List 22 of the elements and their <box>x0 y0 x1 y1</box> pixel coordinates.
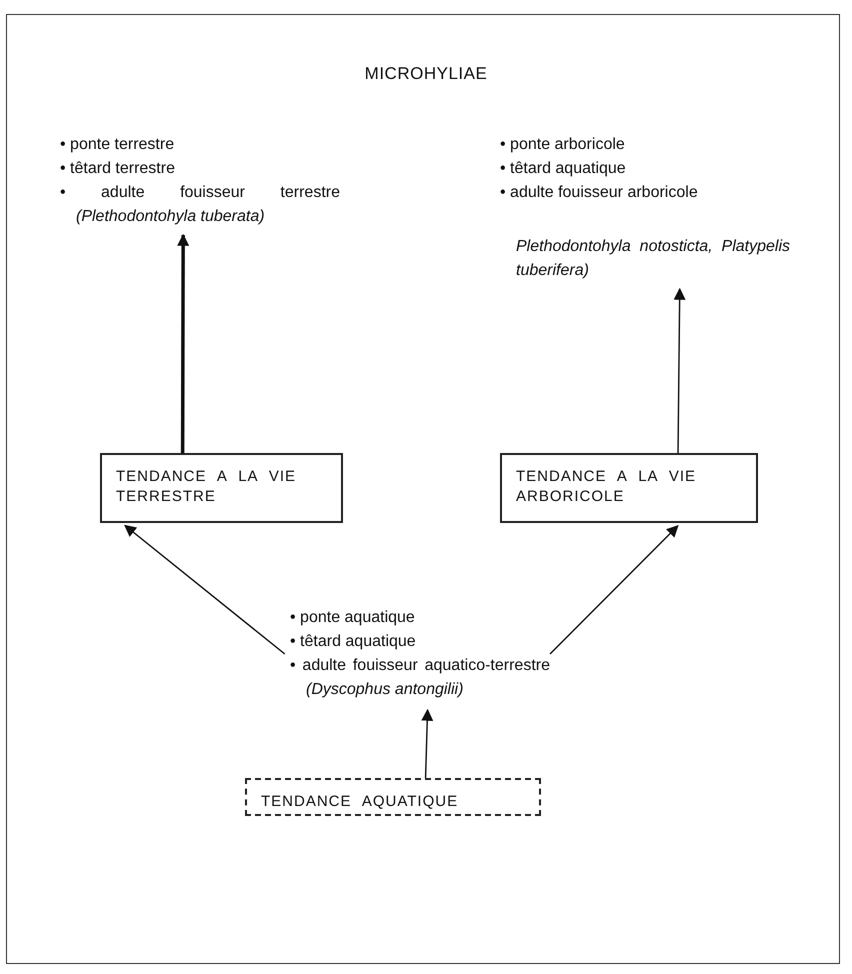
text-box <box>100 453 343 523</box>
arrow <box>177 234 190 453</box>
bullet-item: • adulte fouisseur terrestre (Plethodontohyla tuberata) <box>60 183 340 227</box>
box-label: TENDANCE A LA VIE TERRESTRE <box>116 467 298 506</box>
box-label: TENDANCE A LA VIE ARBORICOLE <box>516 467 698 506</box>
bullet-item: • têtard aquatique <box>500 159 627 179</box>
bullet-item: • ponte terrestre <box>60 135 176 155</box>
text-box <box>500 453 758 523</box>
bullet-item: • adulte fouisseur arboricole <box>500 183 699 203</box>
bullet-item: • ponte aquatique <box>290 608 416 628</box>
bullet-item: • ponte arboricole <box>500 135 626 155</box>
bullet-item: • têtard aquatique <box>290 632 417 652</box>
arrow <box>124 524 286 655</box>
species-note: Plethodontohyla notosticta, Platypelis tuberifera) <box>515 237 790 281</box>
text-box <box>245 778 541 816</box>
bullet-item: • têtard terrestre <box>60 159 176 179</box>
box-label: TENDANCE AQUATIQUE <box>261 792 460 812</box>
arrow <box>550 524 679 654</box>
arrow <box>421 708 434 778</box>
bullet-item: • adulte fouisseur aquatico-terrestre (Dyscophus antongilii) <box>290 656 550 700</box>
diagram-title: MICROHYLIAE <box>364 64 488 84</box>
arrow <box>674 288 686 453</box>
